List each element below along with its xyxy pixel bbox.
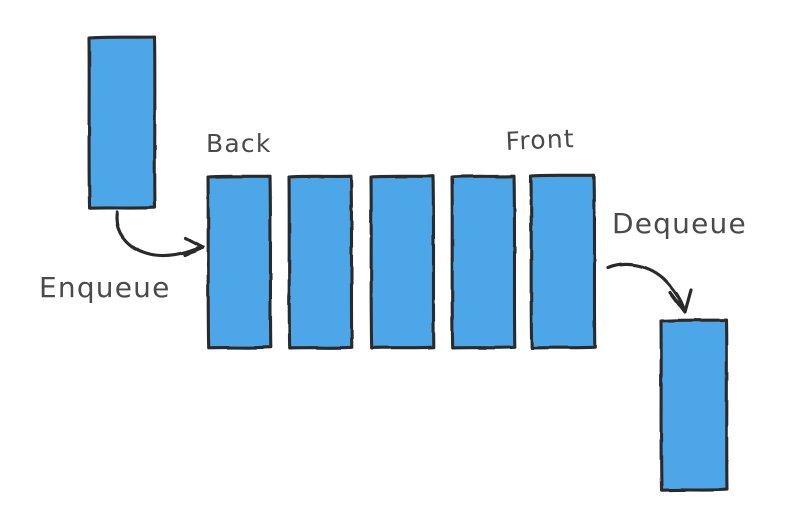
dequeue-arrow — [606, 262, 693, 314]
label-front: Front — [505, 123, 576, 156]
queue-slot-3 — [369, 174, 436, 350]
outgoing-element — [659, 318, 729, 492]
queue-slot-1 — [206, 174, 273, 350]
enqueue-arrow — [114, 210, 205, 258]
queue-slot-5 — [529, 173, 597, 350]
label-enqueue: Enqueue — [39, 271, 171, 304]
queue-slot-4 — [450, 174, 517, 350]
label-back: Back — [206, 129, 272, 158]
incoming-element — [87, 35, 157, 210]
queue-slot-2 — [287, 174, 354, 350]
label-dequeue: Dequeue — [612, 207, 747, 240]
